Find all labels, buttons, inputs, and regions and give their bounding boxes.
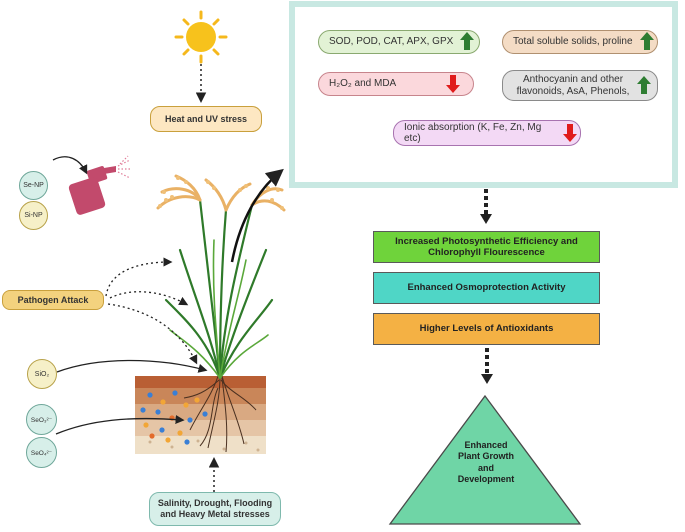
pathogen-attack-text: Pathogen Attack [17,294,89,305]
anthocyanin-line2: flavonoids, AsA, Phenols, [516,85,630,97]
seo3-text: SeO₃²⁻ [30,416,53,424]
outcome-line3: and [477,462,494,473]
anthocyanin-line1: Anthocyanin and other [522,74,624,85]
anthocyanin-pill: Anthocyanin and other flavonoids, AsA, P… [502,70,658,101]
soluble-solids-pill: Total soluble solids, proline [502,30,658,54]
arrow-down-icon [446,75,460,98]
enzymes-pill: SOD, POD, CAT, APX, GPX [318,30,480,54]
se-np-bubble: Se-NP [19,171,48,200]
seo4-text: SeO₄²⁻ [30,449,53,457]
outcome-line2: Plant Growth [458,451,514,462]
photosynthesis-bar: Increased Photosynthetic Efficiency and … [373,231,600,263]
sio2-arrow [56,359,208,373]
growth-triangle [388,394,582,525]
outcome-line4: Development [457,473,515,484]
abiotic-stress-line1: Salinity, Drought, Flooding [157,498,273,509]
selenium-arrow [55,414,185,435]
h2o2-mda-text: H₂O₂ and MDA [329,78,397,90]
sio2-bubble: SiO₂ [27,359,57,389]
abiotic-stress-line2: and Heavy Metal stresses [160,509,270,519]
abiotic-stress-label: Salinity, Drought, Flooding and Heavy Me… [149,492,281,526]
heat-uv-stress-label: Heat and UV stress [150,106,262,132]
seo4-bubble: SeO₄²⁻ [26,437,57,468]
plant-to-responses-arrow [230,168,284,263]
osmoprotection-text: Enhanced Osmoprotection Activity [407,282,566,294]
arrow-up-icon [637,76,651,99]
pathogen-attack-label: Pathogen Attack [2,290,104,310]
photosynthesis-line2: Chlorophyll Flourescence [428,247,545,258]
h2o2-mda-pill: H₂O₂ and MDA [318,72,474,96]
ionic-absorption-text: Ionic absorption (K, Fe, Zn, Mg etc) [404,121,542,145]
arrow-up-icon [640,32,654,55]
enzymes-text: SOD, POD, CAT, APX, GPX [329,36,454,48]
arrow-down-icon [563,124,577,147]
seo3-bubble: SeO₃²⁻ [26,404,57,435]
sio2-text: SiO₂ [34,370,50,378]
si-np-text: Si-NP [24,212,43,219]
growth-outcome-label: Enhanced Plant Growth and Development [440,440,532,485]
sun-icon [174,10,228,64]
antioxidants-text: Higher Levels of Antioxidants [419,323,554,335]
heat-uv-stress-text: Heat and UV stress [164,113,248,124]
si-np-bubble: Si-NP [19,201,48,230]
antioxidants-bar: Higher Levels of Antioxidants [373,313,600,345]
osmoprotection-bar: Enhanced Osmoprotection Activity [373,272,600,304]
photosynthesis-line1: Increased Photosynthetic Efficiency and [395,235,578,247]
nanoparticle-to-spray-arrow [52,156,88,175]
soil-icon [135,375,266,454]
soluble-solids-text: Total soluble solids, proline [513,36,633,48]
ionic-absorption-pill: Ionic absorption (K, Fe, Zn, Mg etc) [393,120,581,146]
se-np-text: Se-NP [23,182,44,189]
spray-bottle-icon [68,155,132,215]
arrow-up-icon [460,32,474,55]
outcome-line1: Enhanced [464,440,508,450]
plant-icon [156,174,286,380]
